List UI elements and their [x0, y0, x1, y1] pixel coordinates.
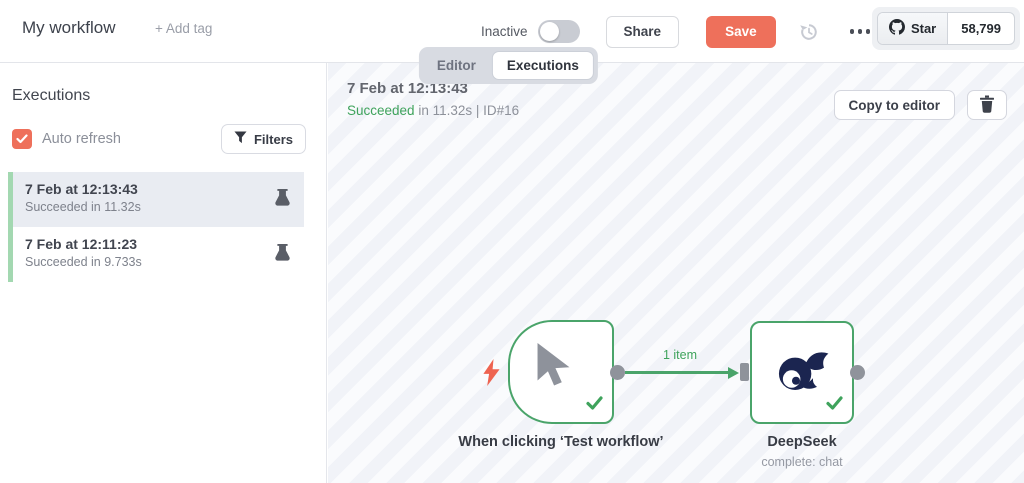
execution-status: Succeeded in 9.733s [25, 255, 142, 269]
tab-executions[interactable]: Executions [491, 51, 594, 80]
active-toggle-label: Inactive [481, 24, 528, 39]
execution-date: 7 Feb at 12:11:23 [25, 236, 138, 252]
execution-status: Succeeded in 11.32s [25, 200, 141, 214]
trigger-node[interactable] [508, 320, 614, 424]
trigger-node-label: When clicking ‘Test workflow’ [458, 434, 664, 450]
trigger-lightning-icon [483, 359, 500, 391]
success-check-icon [826, 396, 843, 415]
github-star-widget: Star 58,799 [871, 7, 1020, 50]
filter-funnel-icon [234, 131, 247, 147]
view-tabs: Editor Executions [418, 47, 598, 84]
node-input-connector [740, 363, 749, 381]
github-icon [888, 19, 905, 38]
node-output-connector [850, 365, 865, 380]
save-button[interactable]: Save [706, 15, 776, 48]
filters-button[interactable]: Filters [220, 124, 306, 154]
github-star-button[interactable]: Star [877, 13, 949, 44]
execution-header-status: Succeeded in 11.32s | ID#16 [347, 103, 519, 118]
execution-date: 7 Feb at 12:13:43 [25, 181, 138, 197]
copy-to-editor-button[interactable]: Copy to editor [833, 90, 955, 120]
execution-preview-canvas: 7 Feb at 12:13:43 Succeeded in 11.32s | … [328, 63, 1024, 483]
status-succeeded: Succeeded [347, 103, 415, 118]
more-options-icon[interactable] [848, 23, 873, 40]
flask-icon [275, 243, 290, 266]
execution-list-item[interactable]: 7 Feb at 12:13:43 Succeeded in 11.32s [8, 172, 304, 227]
history-icon[interactable] [799, 21, 821, 43]
auto-refresh-checkbox[interactable] [12, 129, 32, 149]
github-star-count[interactable]: 58,799 [961, 21, 1001, 36]
sidebar-controls: Auto refresh Filters [12, 123, 306, 155]
mouse-cursor-icon [526, 342, 576, 397]
sidebar-heading: Executions [12, 87, 91, 104]
topbar: My workflow + Add tag Inactive Share Sav… [0, 0, 1024, 63]
success-check-icon [586, 396, 603, 415]
execution-list: 7 Feb at 12:13:43 Succeeded in 11.32s 7 … [8, 172, 304, 282]
node-output-connector [610, 365, 625, 380]
workflow-title[interactable]: My workflow [22, 18, 116, 37]
topbar-actions: Inactive Share Save [481, 0, 872, 63]
execution-header-date: 7 Feb at 12:13:43 [347, 80, 468, 97]
auto-refresh-label: Auto refresh [42, 131, 121, 147]
deepseek-logo-icon [774, 351, 832, 398]
delete-execution-button[interactable] [967, 90, 1007, 120]
deepseek-node-subtitle: complete: chat [761, 455, 843, 469]
connection-arrowhead-icon [728, 366, 739, 379]
flask-icon [275, 188, 290, 211]
github-star-label: Star [910, 21, 937, 36]
active-toggle[interactable] [537, 20, 580, 43]
filters-label: Filters [253, 131, 293, 147]
toggle-knob [539, 22, 559, 41]
trash-icon [979, 95, 995, 116]
node-connection [625, 371, 729, 374]
connection-items-label: 1 item [662, 348, 698, 362]
tab-editor[interactable]: Editor [436, 58, 476, 73]
status-details: in 11.32s | ID#16 [414, 103, 520, 118]
executions-sidebar: Executions Auto refresh Filters 7 Feb at… [0, 63, 327, 483]
add-tag-button[interactable]: + Add tag [155, 21, 213, 36]
share-button[interactable]: Share [605, 15, 680, 48]
deepseek-node[interactable] [750, 321, 854, 424]
execution-list-item[interactable]: 7 Feb at 12:11:23 Succeeded in 9.733s [8, 227, 304, 282]
deepseek-node-label: DeepSeek [767, 434, 837, 450]
